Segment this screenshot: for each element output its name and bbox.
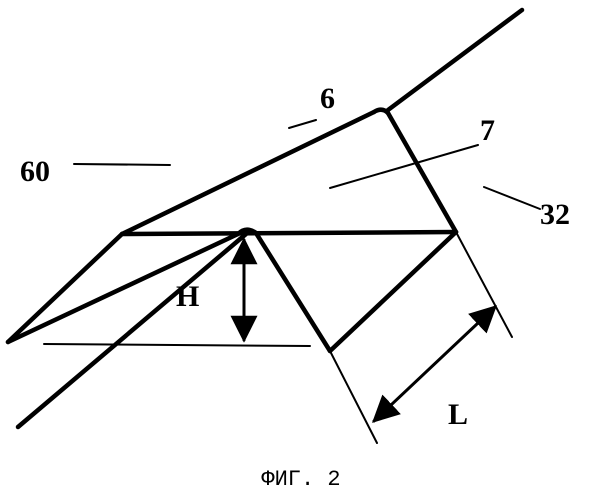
label-7: 7 bbox=[480, 114, 495, 147]
lower-profile-outline bbox=[8, 230, 456, 427]
label-l: L bbox=[448, 398, 468, 431]
dimension-l-arrow bbox=[374, 307, 495, 421]
label-60: 60 bbox=[20, 155, 50, 188]
upper-profile-outline bbox=[8, 10, 522, 342]
label-32: 32 bbox=[540, 198, 570, 231]
label-6: 6 bbox=[320, 82, 335, 115]
dimension-lines bbox=[44, 232, 512, 443]
leader-lines bbox=[74, 120, 540, 209]
figure-caption: ФИГ. 2 bbox=[261, 467, 340, 492]
label-h: H bbox=[176, 280, 199, 313]
